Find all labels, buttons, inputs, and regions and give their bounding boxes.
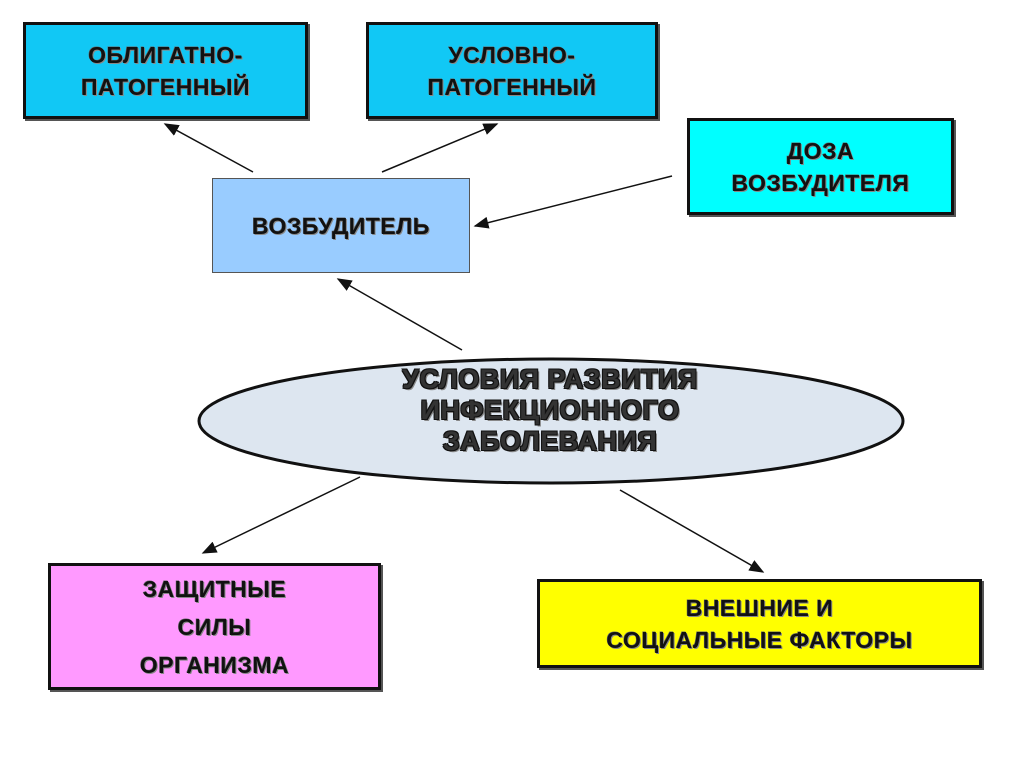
center-text: УСЛОВИЯ РАЗВИТИЯ ИНФЕКЦИОННОГО ЗАБОЛЕВАН… [250, 364, 850, 457]
protective-line1: ЗАЩИТНЫЕ [142, 575, 287, 602]
center-line3: ЗАБОЛЕВАНИЯ [442, 426, 658, 456]
external-line2: СОЦИАЛЬНЫЕ ФАКТОРЫ [606, 626, 913, 653]
protective-forces-box: ЗАЩИТНЫЕ СИЛЫ ОРГАНИЗМА [48, 563, 381, 690]
center-line2: ИНФЕКЦИОННОГО [420, 395, 680, 425]
protective-line2: СИЛЫ [177, 613, 252, 640]
dose-line1: ДОЗА [786, 137, 855, 164]
arrow-to-conditional [381, 123, 499, 173]
arrow-to-pathogen [336, 278, 463, 351]
obligate-line2: ПАТОГЕННЫЙ [80, 73, 250, 100]
pathogen-box: ВОЗБУДИТЕЛЬ [212, 178, 470, 273]
center-ellipse [197, 357, 905, 485]
obligate-pathogenic-box: ОБЛИГАТНО- ПАТОГЕННЫЙ [23, 22, 308, 119]
arrow-to-external [619, 489, 765, 573]
pathogen-label: ВОЗБУДИТЕЛЬ [252, 212, 430, 239]
arrow-to-obligate [163, 123, 254, 173]
arrow-from-dose [473, 175, 673, 229]
obligate-line1: ОБЛИГАТНО- [88, 41, 243, 68]
conditional-line2: ПАТОГЕННЫЙ [427, 73, 597, 100]
dose-line2: ВОЗБУДИТЕЛЯ [731, 169, 910, 196]
center-line1: УСЛОВИЯ РАЗВИТИЯ [402, 364, 698, 394]
protective-line3: ОРГАНИЗМА [139, 651, 290, 678]
conditional-pathogenic-box: УСЛОВНО- ПАТОГЕННЫЙ [366, 22, 658, 119]
arrow-to-protective [201, 476, 361, 554]
pathogen-dose-box: ДОЗА ВОЗБУДИТЕЛЯ [687, 118, 954, 215]
external-social-factors-box: ВНЕШНИЕ И СОЦИАЛЬНЫЕ ФАКТОРЫ [537, 579, 982, 668]
conditional-line1: УСЛОВНО- [448, 41, 576, 68]
external-line1: ВНЕШНИЕ И [685, 594, 834, 621]
